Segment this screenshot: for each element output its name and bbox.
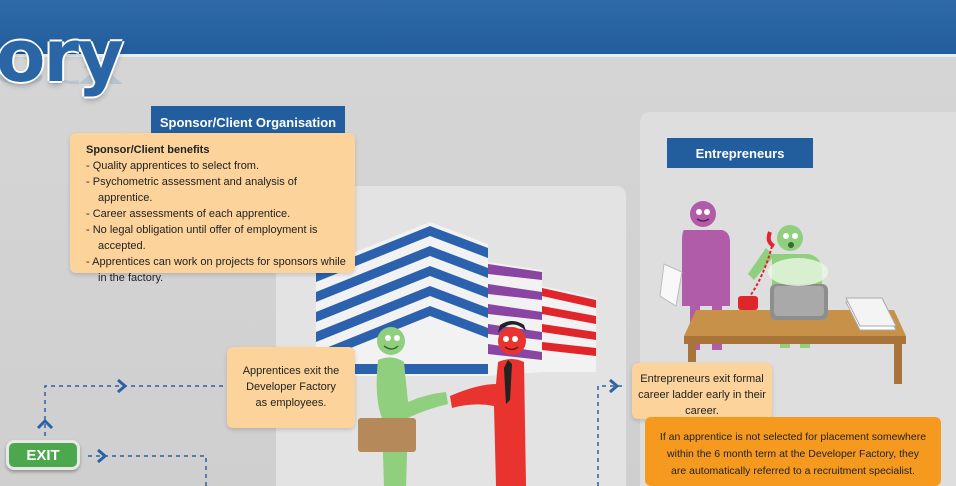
sponsor-benefits-note: Sponsor/Client benefits Quality apprenti… <box>70 133 355 284</box>
recruitment-referral-note: If an apprentice is not selected for pla… <box>645 417 941 486</box>
entrepreneurs-label: Entrepreneurs <box>667 138 813 168</box>
benefits-list: Quality apprentices to select from. Psyc… <box>86 158 347 286</box>
paper-stack-icon <box>845 297 897 331</box>
list-item: Quality apprentices to select from. <box>86 158 347 174</box>
entrepreneurs-exit-note: Entrepreneurs exit formal career ladder … <box>632 363 772 419</box>
red-person-icon <box>450 321 526 486</box>
benefits-title: Sponsor/Client benefits <box>86 144 210 156</box>
apprentices-exit-note: Apprentices exit the Developer Factory a… <box>227 347 355 428</box>
page-title: ory <box>0 14 124 98</box>
chevron-up-icon <box>36 418 54 430</box>
exit-button[interactable]: EXIT <box>6 440 80 470</box>
phone-icon <box>738 231 776 310</box>
list-item: No legal obligation until offer of emplo… <box>86 222 347 254</box>
laptop-icon <box>768 258 828 320</box>
sponsor-label: Sponsor/Client Organisation <box>151 106 345 138</box>
chevron-right-icon <box>97 378 620 464</box>
building-icon <box>316 222 596 376</box>
list-item: Career assessments of each apprentice. <box>86 206 347 222</box>
desk-icon <box>684 310 906 384</box>
list-item: Apprentices can work on projects for spo… <box>86 254 347 286</box>
list-item: Psychometric assessment and analysis of … <box>86 174 347 206</box>
green-person-icon <box>358 327 448 486</box>
header-bar <box>0 0 956 57</box>
